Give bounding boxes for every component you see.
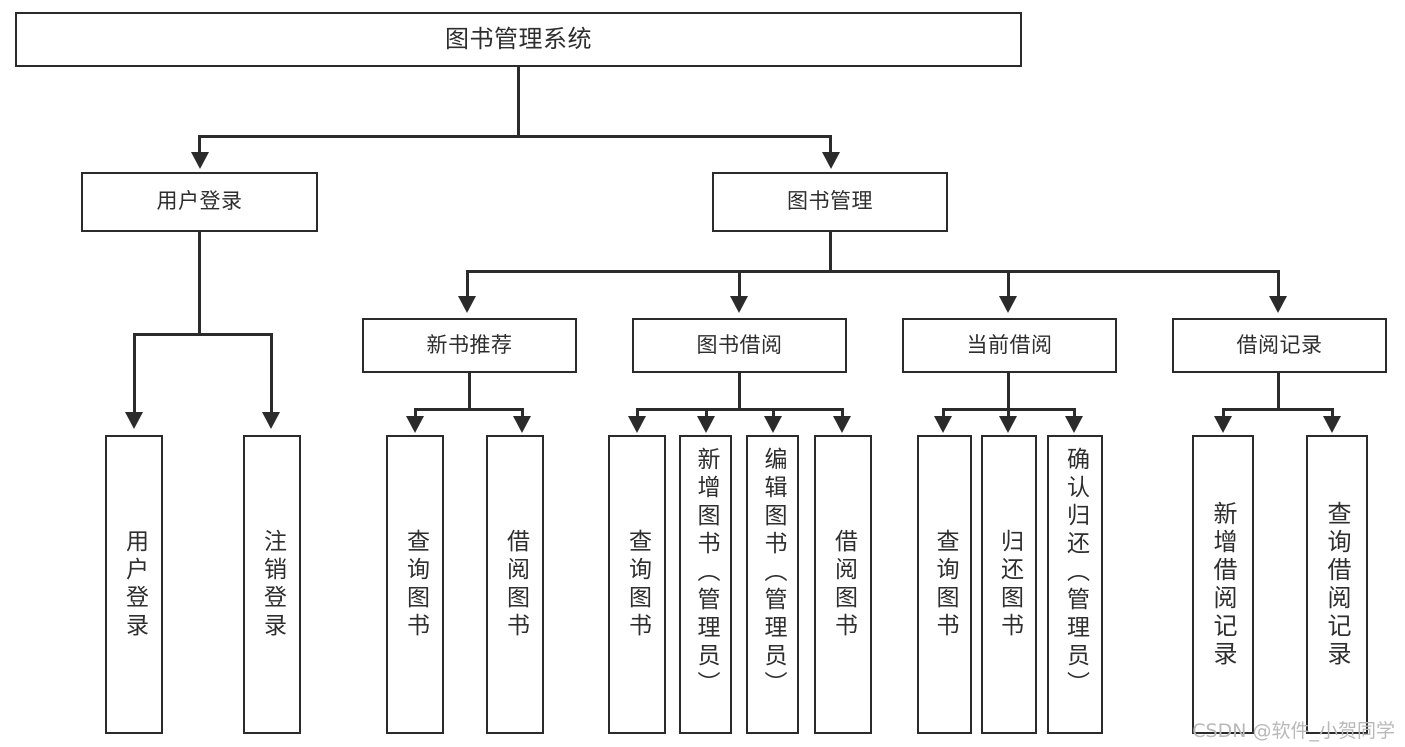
connector-new-book-drop-2 — [521, 408, 524, 420]
arrow-to-new-book-recommend — [458, 296, 476, 313]
node-label: 确认归还（管理员） — [1062, 447, 1089, 699]
connector-user-login-stem — [198, 232, 201, 335]
connector-new-book-bus — [414, 408, 524, 411]
arrow-to-leaf-borrow-book-2 — [833, 416, 851, 433]
node-label: 图书管理系统 — [445, 25, 592, 54]
connector-book-manage-drop-4 — [1277, 270, 1280, 298]
connector-root-bus — [198, 135, 832, 138]
node-current-borrow[interactable]: 当前借阅 — [902, 318, 1117, 373]
node-label: 查询图书 — [624, 528, 651, 641]
node-label: 借阅图书 — [502, 528, 529, 641]
leaf-add-book-admin[interactable]: 新增图书（管理员） — [679, 435, 732, 734]
arrow-to-leaf-return-book — [999, 416, 1017, 433]
node-label: 查询借阅记录 — [1323, 500, 1351, 669]
leaf-query-book-recommend[interactable]: 查询图书 — [386, 435, 444, 734]
node-book-management[interactable]: 图书管理 — [712, 172, 948, 232]
arrow-to-leaf-add-book — [697, 416, 715, 433]
node-borrow-record[interactable]: 借阅记录 — [1172, 318, 1387, 373]
arrow-to-borrow-record — [1269, 296, 1287, 313]
leaf-borrow-book-recommend[interactable]: 借阅图书 — [486, 435, 544, 734]
arrow-to-book-manage — [822, 152, 840, 169]
connector-user-login-drop-2 — [270, 333, 273, 415]
leaf-query-borrow-record[interactable]: 查询借阅记录 — [1306, 435, 1368, 734]
leaf-borrow-book[interactable]: 借阅图书 — [814, 435, 872, 734]
connector-book-borrow-drop-2 — [705, 408, 708, 420]
node-label: 用户登录 — [121, 528, 148, 641]
connector-root-stem — [517, 67, 520, 137]
connector-current-borrow-drop-2 — [1007, 408, 1010, 420]
arrow-to-book-borrow — [730, 296, 748, 313]
connector-book-borrow-drop-1 — [636, 408, 639, 420]
node-label: 新增图书（管理员） — [693, 447, 719, 699]
connector-borrow-record-stem — [1277, 373, 1280, 410]
arrow-to-leaf-query-book-3 — [934, 416, 952, 433]
node-root-system[interactable]: 图书管理系统 — [15, 12, 1022, 67]
node-label: 编辑图书（管理员） — [760, 447, 786, 699]
connector-current-borrow-drop-3 — [1073, 408, 1076, 420]
arrow-to-leaf-query-record — [1323, 416, 1341, 433]
connector-current-borrow-stem — [1007, 373, 1010, 410]
node-label: 归还图书 — [996, 528, 1023, 641]
connector-book-manage-bus — [466, 270, 1279, 273]
connector-root-drop-2 — [829, 135, 832, 157]
connector-book-borrow-stem — [738, 373, 741, 410]
arrow-to-leaf-add-record — [1214, 416, 1232, 433]
arrow-to-leaf-edit-book — [764, 416, 782, 433]
node-label: 图书管理 — [787, 189, 873, 214]
arrow-to-leaf-logout — [262, 412, 280, 429]
csdn-watermark: CSDN @软件_小贺同学 — [1192, 720, 1395, 742]
connector-borrow-record-drop-2 — [1331, 408, 1334, 420]
connector-book-borrow-drop-4 — [841, 408, 844, 420]
connector-root-drop-1 — [198, 135, 201, 157]
leaf-query-book-borrow[interactable]: 查询图书 — [608, 435, 666, 734]
connector-borrow-record-drop-1 — [1222, 408, 1225, 420]
leaf-return-book[interactable]: 归还图书 — [981, 435, 1037, 734]
arrow-to-current-borrow — [999, 296, 1017, 313]
node-user-login[interactable]: 用户登录 — [81, 172, 318, 232]
connector-book-manage-drop-1 — [466, 270, 469, 298]
node-label: 注销登录 — [259, 528, 286, 641]
connector-new-book-stem — [468, 373, 471, 410]
connector-book-manage-drop-2 — [738, 270, 741, 298]
node-label: 用户登录 — [156, 189, 243, 214]
node-label: 图书借阅 — [696, 332, 783, 357]
node-label: 查询图书 — [402, 528, 429, 641]
arrow-to-leaf-borrow-book-1 — [513, 416, 531, 433]
connector-user-login-drop-1 — [133, 333, 136, 415]
node-label: 新增借阅记录 — [1209, 500, 1237, 669]
connector-book-borrow-drop-3 — [772, 408, 775, 420]
arrow-to-leaf-confirm-return — [1065, 416, 1083, 433]
connector-new-book-drop-1 — [414, 408, 417, 420]
leaf-user-login[interactable]: 用户登录 — [105, 435, 163, 734]
node-label: 新书推荐 — [426, 332, 513, 357]
connector-current-borrow-drop-1 — [942, 408, 945, 420]
node-book-borrow[interactable]: 图书借阅 — [632, 318, 847, 373]
connector-borrow-record-bus — [1222, 408, 1334, 411]
connector-book-manage-stem — [829, 232, 832, 272]
connector-book-manage-drop-3 — [1007, 270, 1010, 298]
node-label: 借阅图书 — [830, 528, 857, 641]
leaf-add-borrow-record[interactable]: 新增借阅记录 — [1192, 435, 1254, 734]
leaf-logout[interactable]: 注销登录 — [243, 435, 301, 734]
leaf-query-book-current[interactable]: 查询图书 — [917, 435, 972, 734]
leaf-edit-book-admin[interactable]: 编辑图书（管理员） — [746, 435, 799, 734]
node-label: 查询图书 — [932, 528, 958, 641]
node-label: 当前借阅 — [966, 332, 1053, 357]
node-label: 借阅记录 — [1236, 332, 1323, 357]
leaf-confirm-return-admin[interactable]: 确认归还（管理员） — [1047, 435, 1103, 734]
node-new-book-recommend[interactable]: 新书推荐 — [362, 318, 577, 373]
connector-user-login-bus — [133, 333, 273, 336]
arrow-to-leaf-user-login — [125, 412, 143, 429]
connector-book-borrow-bus — [636, 408, 844, 411]
arrow-to-leaf-query-book-1 — [406, 416, 424, 433]
arrow-to-user-login — [191, 152, 209, 169]
arrow-to-leaf-query-book-2 — [628, 416, 646, 433]
